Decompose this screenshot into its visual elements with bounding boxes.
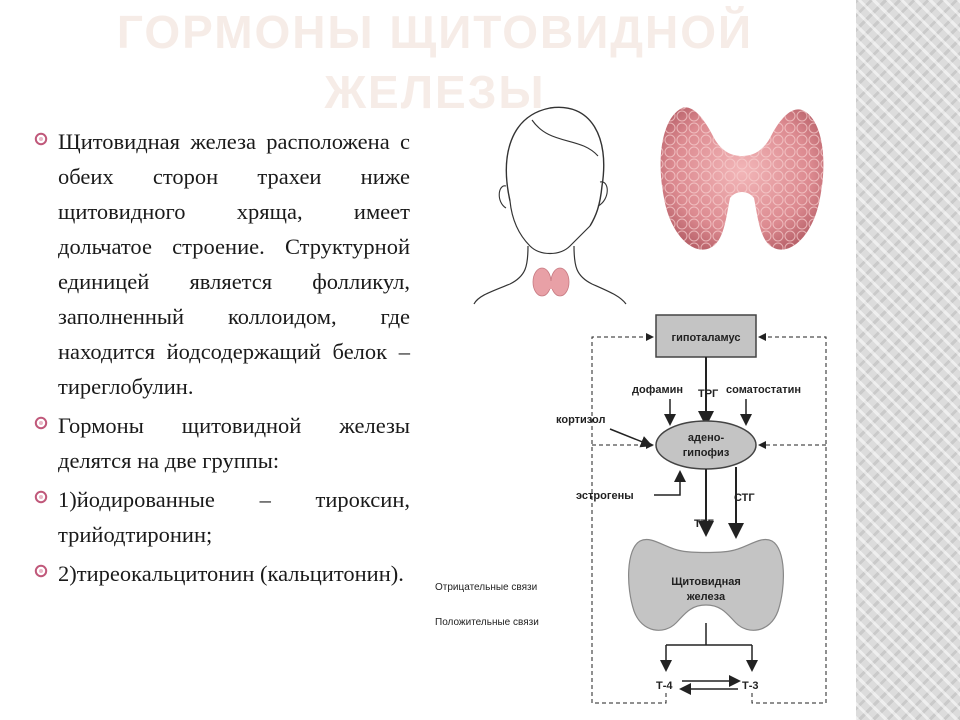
small-thyroid-icon	[532, 267, 570, 297]
thyroid-label-line1: Щитовидная	[671, 576, 741, 588]
bullet-ring-icon	[34, 490, 48, 504]
adeno-label-line2: гипофиз	[683, 447, 730, 459]
estrogens-label: эстрогены	[576, 490, 634, 502]
cortisol-label: кортизол	[556, 414, 605, 426]
bullet-item: Щитовидная железа расположена с обеих ст…	[34, 124, 410, 404]
bullet-text: 2)тиреокальцитонин (кальцитонин).	[58, 561, 404, 586]
bullet-item: 1)йодированные – тироксин, трийодтиронин…	[34, 482, 410, 552]
ttg-label: ТТГ	[694, 518, 714, 530]
head-neck-illustration	[473, 106, 627, 305]
legend-negative-label: Отрицательные связи	[435, 582, 537, 593]
t4-label: Т-4	[656, 680, 673, 692]
adenohypophysis-ellipse	[655, 420, 757, 470]
bullet-ring-icon	[34, 564, 48, 578]
thyroid-label-line2: железа	[686, 591, 726, 603]
negative-feedback-left	[591, 333, 667, 704]
negative-feedback-right	[751, 333, 827, 704]
bullet-ring-icon	[34, 132, 48, 146]
hypothalamus-label: гипоталамус	[672, 332, 741, 344]
t3-label: Т-3	[742, 680, 759, 692]
slide-text-content: Щитовидная железа расположена с обеих ст…	[34, 124, 410, 595]
bullet-text: Щитовидная железа расположена с обеих ст…	[58, 129, 410, 399]
thyroid-gland-shape	[628, 539, 784, 631]
bullet-ring-icon	[34, 416, 48, 430]
legend-positive-label: Положительные связи	[435, 617, 539, 628]
dopamine-label: дофамин	[632, 384, 683, 396]
bullet-item: Гормоны щитовидной железы делятся на две…	[34, 408, 410, 478]
somatostatin-label: соматостатин	[726, 384, 801, 396]
stg-label: СТГ	[734, 492, 755, 504]
thyroid-regulation-diagram: гипоталамус дофамин ТРГ соматостатин кор…	[435, 314, 827, 704]
trg-label: ТРГ	[698, 388, 719, 400]
side-pattern-decoration	[856, 0, 960, 720]
bullet-text: 1)йодированные – тироксин, трийодтиронин…	[58, 487, 410, 547]
thyroid-gland-illustration	[660, 107, 824, 250]
adeno-label-line1: адено-	[688, 432, 725, 444]
slide-title: ГОРМОНЫ ЩИТОВИДНОЙ ЖЕЛЕЗЫ	[116, 6, 754, 118]
bullet-item: 2)тиреокальцитонин (кальцитонин).	[34, 556, 410, 591]
bullet-text: Гормоны щитовидной железы делятся на две…	[58, 413, 410, 473]
